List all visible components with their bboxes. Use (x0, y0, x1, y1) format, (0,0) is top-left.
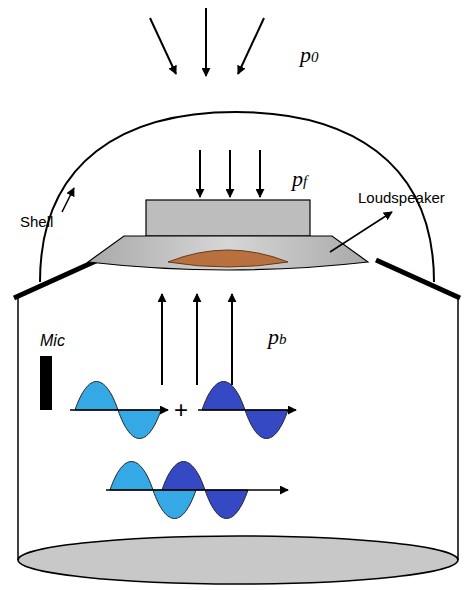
enclosure-bottom (18, 536, 458, 584)
speaker-magnet (146, 200, 310, 236)
speaker-cone (88, 236, 368, 270)
leader-line (62, 188, 74, 212)
incident-arrows (150, 8, 264, 76)
enclosure-wall (457, 298, 459, 560)
speaker-diaphragm (168, 250, 288, 267)
part-name: Shell (20, 214, 53, 229)
mic-symbol (40, 356, 52, 410)
pressure-symbol: p0 (300, 44, 319, 66)
enclosure-wall (17, 298, 19, 560)
leader-line (330, 212, 392, 252)
pressure-symbol: pf (292, 168, 307, 190)
wave-axis (198, 409, 296, 411)
part-name: Mic (40, 333, 65, 349)
shell-flange (376, 260, 460, 298)
front-arrows (200, 150, 260, 197)
operator-sign: + (174, 398, 188, 422)
shell-flange (14, 260, 98, 298)
part-name: Loudspeaker (358, 190, 445, 205)
pressure-symbol: pb (268, 326, 287, 348)
back-arrows (162, 294, 232, 385)
wave-axis (70, 409, 168, 411)
wave-axis (106, 489, 288, 491)
